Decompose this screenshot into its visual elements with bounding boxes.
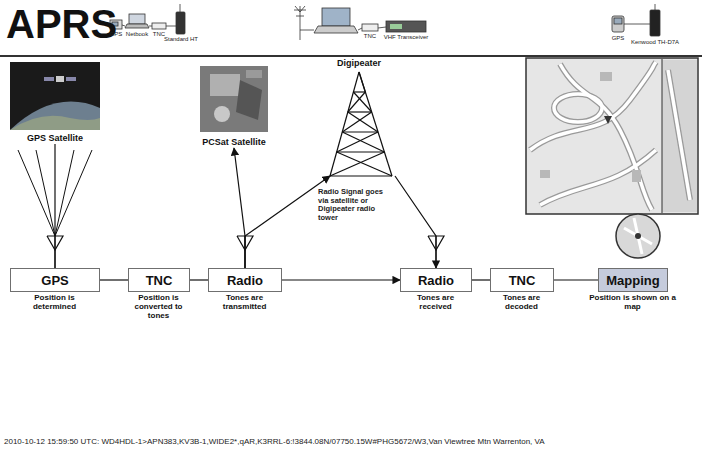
gps-satellite: GPS Satellite <box>8 62 102 144</box>
device-label: Kenwood TH-D7A <box>615 39 695 46</box>
pcsat-photo <box>200 66 268 132</box>
box-heading: Radio <box>227 274 263 289</box>
signal-connector <box>234 148 245 268</box>
picture-caption: GPS Satellite <box>8 133 102 144</box>
picture-caption: PCSat Satellite <box>194 137 274 148</box>
pcsat-satellite: PCSat Satellite <box>194 66 274 148</box>
box-heading: TNC <box>146 274 173 289</box>
header-rule <box>0 56 702 57</box>
box-heading: GPS <box>41 274 68 289</box>
digipeater-tower <box>330 72 392 176</box>
box-heading: Mapping <box>606 274 659 289</box>
handheld-icons <box>612 4 660 36</box>
step-description-text: Position is converted to tones <box>129 294 189 321</box>
step-description: Position is converted to tones <box>129 294 189 321</box>
box-heading: TNC <box>509 274 536 289</box>
map-magnifier <box>616 214 660 258</box>
connectors <box>55 144 598 280</box>
step-description-text: Tones are transmitted <box>210 294 280 312</box>
tnc-box: TNCPosition is converted to tones <box>128 268 190 292</box>
box-heading: Radio <box>418 274 454 289</box>
radio-box: RadioTones are received <box>400 268 472 292</box>
step-description-text: Position is shown on a map <box>585 294 681 312</box>
step-description: Tones are transmitted <box>210 294 280 312</box>
step-description: Tones are decoded <box>492 294 552 312</box>
picture-caption: Digipeater <box>318 58 400 69</box>
signal-connector <box>395 176 436 268</box>
step-description-text: Tones are received <box>404 294 468 312</box>
signal-note: Radio Signal goes via satellite or Digip… <box>318 188 392 223</box>
map-screenshot <box>526 58 698 214</box>
diagram-title: APRS <box>6 4 117 44</box>
digipeater-tower: Digipeater <box>318 58 400 176</box>
signal-connector <box>472 279 490 280</box>
radio-box: RadioTones are transmitted <box>208 268 282 292</box>
step-description-text: Position is determined <box>17 294 93 312</box>
device-label: Standard HT <box>141 36 221 43</box>
device-label: VHF Transceiver <box>366 34 446 41</box>
step-description: Tones are received <box>404 294 468 312</box>
signal-connector <box>54 144 55 268</box>
tnc-box: TNCTones are decoded <box>490 268 554 292</box>
signal-connector <box>282 279 400 280</box>
signal-connector <box>245 176 330 268</box>
step-description: Position is shown on a map <box>585 294 681 312</box>
aprs-packet: 2010-10-12 15:59:50 UTC: WD4HDL-1>APN383… <box>4 437 545 446</box>
mapping-box: MappingPosition is shown on a map <box>598 268 668 292</box>
gps-satellite-photo <box>10 62 100 130</box>
signal-connector <box>190 279 208 280</box>
gps-box: GPSPosition is determined <box>10 268 100 292</box>
mobile-station-icons <box>110 4 185 34</box>
step-description: Position is determined <box>17 294 93 312</box>
signal-connector <box>554 279 598 280</box>
signal-connector <box>100 279 128 280</box>
step-description-text: Tones are decoded <box>492 294 552 312</box>
